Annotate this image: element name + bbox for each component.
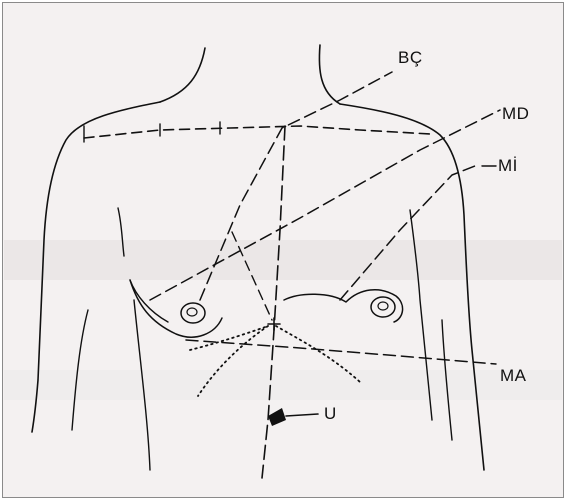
label-u: U	[324, 404, 337, 424]
umbilicus-marker	[268, 408, 286, 426]
neck-right-line	[319, 45, 340, 104]
umbilicus-pointer	[286, 414, 318, 416]
label-md: MD	[502, 104, 529, 124]
neck-left-line	[160, 48, 205, 102]
right-nipple	[378, 302, 388, 310]
right-shoulder-arm-outline	[340, 104, 484, 470]
left-areola	[181, 303, 205, 323]
left-inframammary-dots	[190, 326, 268, 350]
left-nipple	[187, 308, 197, 316]
scan-band-2	[4, 370, 562, 400]
xiphoid-mark	[268, 318, 280, 330]
label-mi: Mİ	[498, 156, 518, 176]
label-ma: MA	[500, 366, 527, 386]
left-breast-curve	[130, 280, 222, 337]
clavicle-line	[84, 126, 430, 138]
right-areola	[371, 297, 395, 317]
scan-band	[4, 240, 562, 280]
label-bc: BÇ	[398, 48, 423, 68]
ma-line	[186, 340, 496, 364]
clavicle-ticks	[84, 122, 220, 142]
